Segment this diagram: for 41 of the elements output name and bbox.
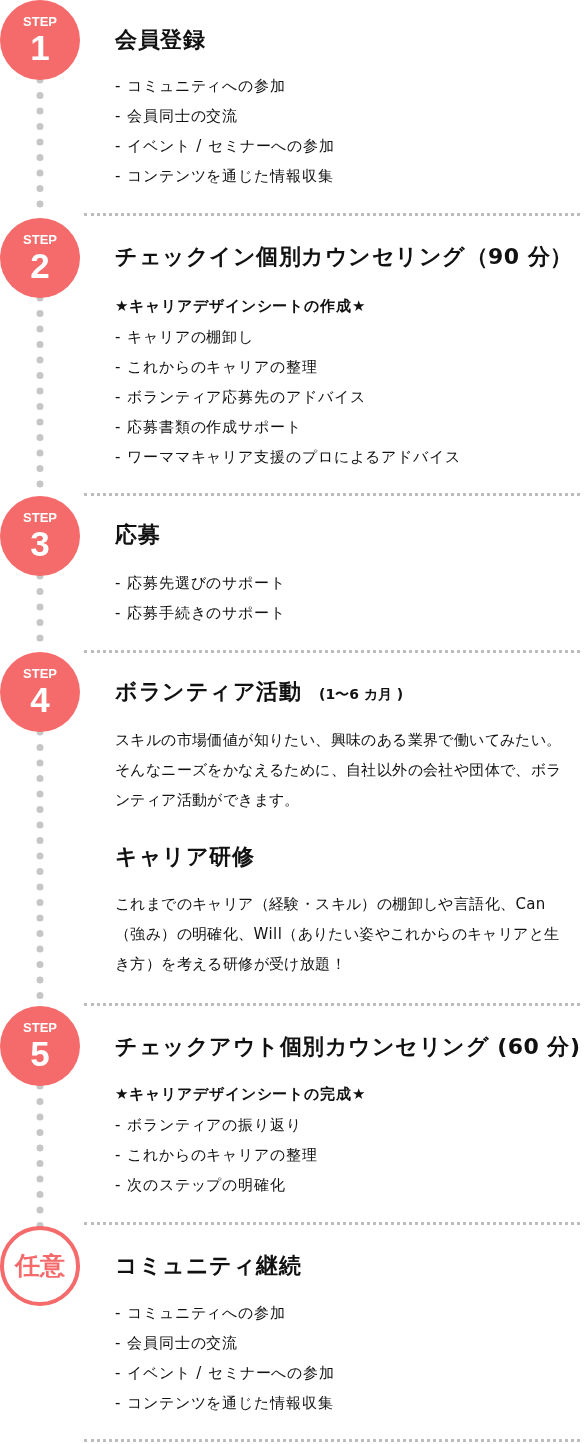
step-heading: コミュニティ継続 (115, 1252, 301, 1280)
step-number: 5 (30, 1036, 50, 1072)
bullet-point-text: - これからのキャリアの整理 (115, 357, 318, 378)
description-paragraph: スキルの市場価値が知りたい、興味のある業界で働いてみたい。そんなニーズをかなえるために、自社以外の会社や団体で、ボランティア活動ができます。 (115, 730, 563, 811)
bullet-point-text: - 会員同士の交流 (115, 106, 239, 127)
step-number: 4 (30, 682, 50, 718)
bullet-point-text: - コンテンツを通じた情報収集 (115, 1393, 334, 1414)
bullet-point-text: - これからのキャリアの整理 (115, 1145, 318, 1166)
bullet-point-text: - イベント / セミナーへの参加 (115, 136, 336, 157)
step-label: STEP (23, 510, 57, 525)
bullet-point-text: - コミュニティへの参加 (115, 1303, 286, 1324)
step-heading: チェックアウト個別カウンセリング (60 分) (115, 1033, 581, 1061)
bullet-point-text: - ボランティア応募先のアドバイス (115, 387, 366, 408)
step-label: STEP (23, 14, 57, 29)
step-heading: キャリア研修 (115, 843, 254, 871)
bullet-point-text: - ボランティアの振り返り (115, 1115, 302, 1136)
bullet-point-text: - 会員同士の交流 (115, 1333, 239, 1354)
step-heading: 会員登録 (115, 26, 205, 54)
step-label: STEP (23, 232, 57, 247)
bullet-point-text: - 応募先選びのサポート (115, 573, 286, 594)
duration-note: (1〜6 カ月 ) (319, 686, 404, 704)
step-number: 2 (30, 248, 50, 284)
highlight-text: ★キャリアデザインシートの完成★ (115, 1084, 367, 1105)
circle-label: 任意 (15, 1252, 65, 1280)
bullet-point-text: - コンテンツを通じた情報収集 (115, 166, 334, 187)
step-number: 3 (30, 526, 50, 562)
step-label: STEP (23, 1020, 57, 1035)
bullet-point-text: - キャリアの棚卸し (115, 327, 255, 348)
bullet-point-text: - コミュニティへの参加 (115, 76, 286, 97)
description-paragraph: これまでのキャリア（経験・スキル）の棚卸しや言語化、Can（強み）の明確化、Will（ありたい姿やこれからのキャリアと生き方）を考える研修が受け放題！ (115, 894, 561, 975)
bullet-point-text: - 応募手続きのサポート (115, 603, 286, 624)
step-heading: チェックイン個別カウンセリング（90 分） (115, 243, 573, 271)
step-label: STEP (23, 666, 57, 681)
step-heading: ボランティア活動 (115, 678, 301, 706)
bullet-point-text: - ワーママキャリア支援のプロによるアドバイス (115, 447, 461, 468)
step-heading: 応募 (115, 521, 160, 549)
step-number: 1 (30, 30, 50, 66)
highlight-text: ★キャリアデザインシートの作成★ (115, 296, 367, 317)
bullet-point-text: - イベント / セミナーへの参加 (115, 1363, 336, 1384)
bullet-point-text: - 次のステップの明確化 (115, 1175, 286, 1196)
bullet-point-text: - 応募書類の作成サポート (115, 417, 302, 438)
